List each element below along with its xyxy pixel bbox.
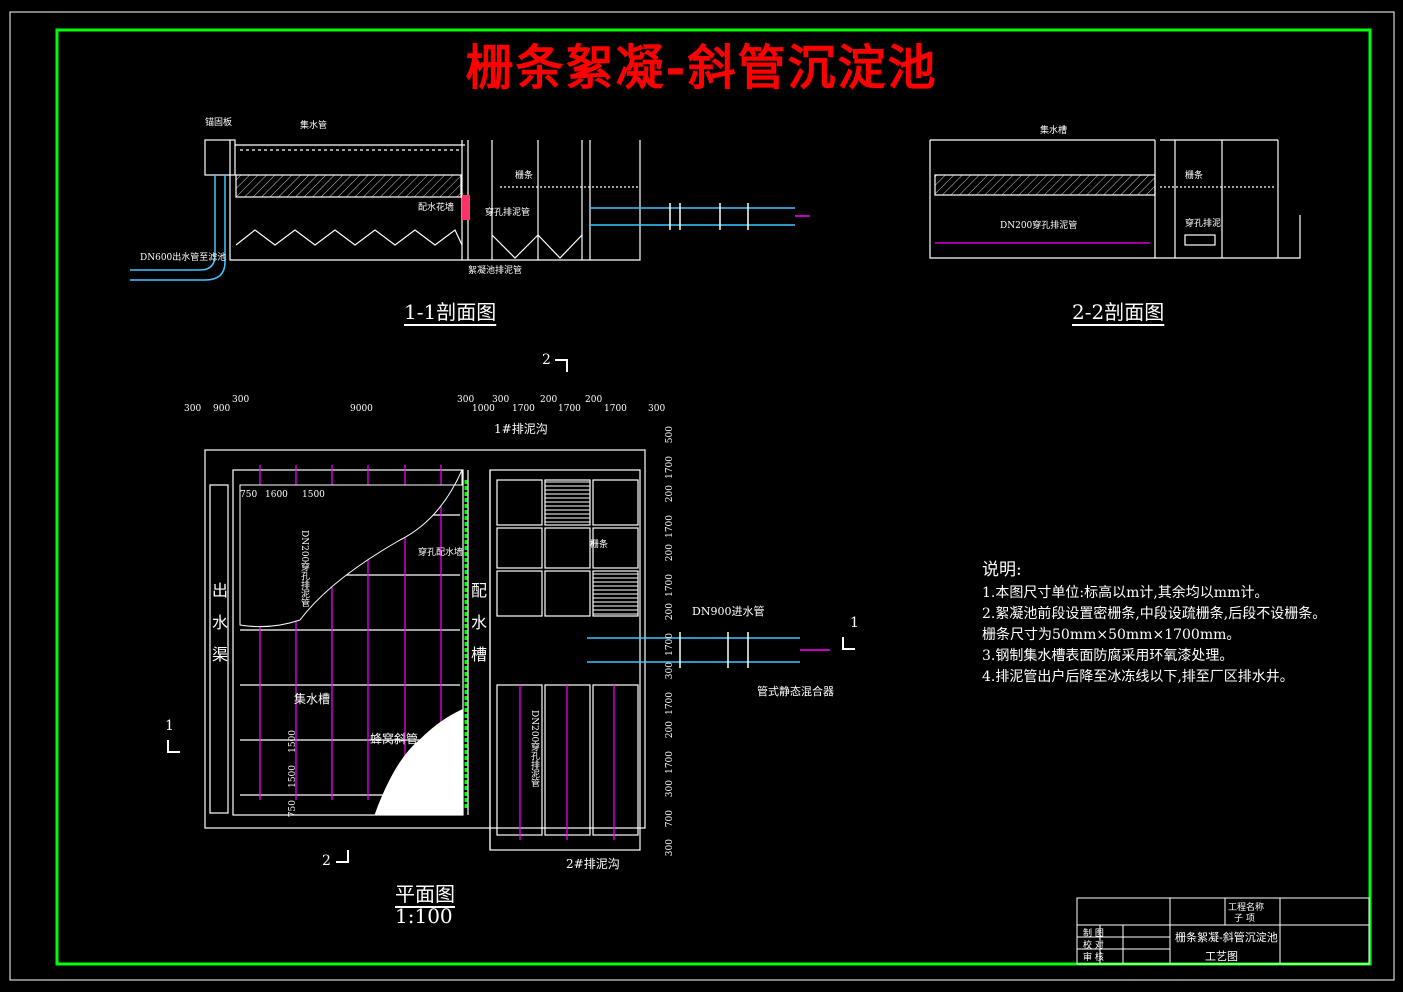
dimension-label: 200 [665, 721, 675, 739]
dimension-label: 1700 [665, 750, 675, 774]
dimension-label: 300 [457, 395, 475, 405]
tb-drawing-sub: 工艺图 [1205, 950, 1238, 963]
dimension-label: 300 [492, 395, 510, 405]
dist-channel-label: 配水槽 [470, 581, 487, 664]
dimension-label: 200 [665, 485, 675, 503]
design-notes: 说明: 1.本图尺寸单位:标高以m计,其余均以mm计。 2.絮凝池前段设置密栅条… [982, 560, 1326, 688]
tube-settler-label: 蜂窝斜管 [370, 732, 419, 746]
tb-sub-item: 子 项 [1234, 914, 1255, 924]
s2-pipe-label: DN200穿孔排泥管 [1000, 221, 1078, 231]
plan-label: 平面图 [395, 882, 455, 906]
dimension-label: 300 [665, 839, 675, 857]
dimension-label: 300 [184, 404, 202, 414]
drawing-title: 栅条絮凝-斜管沉淀池 [465, 40, 938, 96]
dimension-label: 9000 [350, 404, 373, 414]
s1-flow-note-label: 穿孔排泥管 [485, 208, 531, 218]
perforated-pipe-label-bottom: DN200穿孔排泥管 [529, 710, 539, 788]
dimension-label: 1700 [604, 404, 627, 414]
collect-trough-label: 集水槽 [294, 692, 331, 706]
s2-grid-label: 栅条 [1185, 171, 1204, 181]
dimension-label: 750 [240, 490, 258, 500]
section-1-1-drawing [204, 139, 641, 261]
dimension-label: 200 [665, 603, 675, 621]
dimension-label: 300 [665, 662, 675, 680]
drawing-border [55, 28, 1372, 966]
dimension-label: 1700 [665, 691, 675, 715]
dimension-label: 750 [288, 800, 298, 818]
s1-baffle-label: 配水花墙 [418, 203, 455, 213]
dimension-label: 1500 [288, 765, 298, 788]
inlet-pipe-label: DN900进水管 [692, 605, 765, 618]
perforated-wall-label: 穿孔配水墙 [418, 548, 464, 558]
dimension-label: 1000 [472, 404, 495, 414]
dimension-label: 700 [665, 809, 675, 827]
section-marks [167, 359, 855, 863]
dimension-label: 300 [648, 404, 666, 414]
section-1-1-label: 1-1剖面图 [404, 300, 497, 324]
dimension-label: 1700 [665, 455, 675, 479]
note-item: 2.絮凝池前段设置密栅条,中段设疏栅条,后段不设栅条。 [982, 606, 1327, 622]
tb-row-drawn: 制 图 [1083, 929, 1104, 939]
dimension-label: 1600 [265, 490, 288, 500]
dimension-label: 500 [665, 426, 675, 444]
dimension-label: 1500 [288, 730, 298, 753]
s1-left-top-label: 锚固板 [205, 118, 233, 128]
dimension-label: 300 [232, 395, 250, 405]
dimension-label: 300 [665, 780, 675, 798]
s1-collect-pipe-label: 集水管 [300, 121, 328, 131]
note-item: 栅条尺寸为50mm×50mm×1700mm。 [982, 627, 1241, 643]
title-block-lines [1076, 897, 1370, 965]
tb-drawing-title: 栅条絮凝-斜管沉淀池 [1175, 931, 1278, 944]
cutaway-top [239, 469, 463, 628]
plan-inlet-pipe [587, 632, 830, 668]
section-2-2-drawing [929, 139, 1301, 259]
plan-scale: 1:100 [395, 904, 453, 928]
mark-1-left: 1 [165, 718, 174, 734]
dimension-label: 1700 [512, 404, 535, 414]
cutaway-bottom [374, 709, 463, 816]
mark-2-bottom: 2 [322, 853, 331, 869]
dimension-label: 200 [585, 395, 603, 405]
tb-row-checked: 校 对 [1083, 941, 1104, 951]
dimension-label: 900 [213, 404, 231, 414]
s1-bottom-label: 絮凝池排泥管 [468, 266, 523, 276]
s2-weir-label: 穿孔排泥 [1185, 219, 1222, 229]
tb-row-approved: 审 核 [1083, 953, 1104, 963]
dimension-label: 200 [540, 395, 558, 405]
dimension-label: 1700 [665, 514, 675, 538]
s2-collect-label: 集水槽 [1040, 126, 1068, 136]
mark-2-top: 2 [542, 352, 551, 368]
mark-1-right: 1 [850, 615, 859, 631]
perforated-pipe-label-top: DN200穿孔排泥管 [299, 530, 309, 608]
mixer-label: 管式静态混合器 [757, 685, 834, 698]
tb-project-name: 工程名称 [1228, 903, 1265, 913]
dimension-label: 1700 [665, 573, 675, 597]
dimension-label: 1700 [665, 632, 675, 656]
note-item: 3.钢制集水槽表面防腐采用环氧漆处理。 [982, 648, 1234, 664]
section-2-2-label: 2-2剖面图 [1072, 300, 1165, 324]
section-1-pipes [130, 175, 810, 281]
note-item: 4.排泥管出户后降至冰冻线以下,排至厂区排水井。 [982, 669, 1294, 685]
channel-1-label: 1#排泥沟 [494, 422, 548, 436]
dimension-label: 1700 [558, 404, 581, 414]
outlet-channel-label: 出水渠 [211, 581, 228, 664]
s1-grid-label: 栅条 [515, 171, 534, 181]
dimension-label: 1500 [302, 490, 325, 500]
note-item: 1.本图尺寸单位:标高以m计,其余均以mm计。 [982, 585, 1269, 601]
grid-label-plan: 栅条 [590, 540, 609, 550]
s1-outlet-pipe-label: DN600出水管至滤池 [140, 253, 227, 263]
outer-frame [9, 11, 1395, 981]
plan-drawing [204, 449, 646, 851]
notes-heading: 说明: [982, 560, 1022, 580]
dimension-label: 200 [665, 544, 675, 562]
channel-2-label: 2#排泥沟 [566, 857, 620, 871]
